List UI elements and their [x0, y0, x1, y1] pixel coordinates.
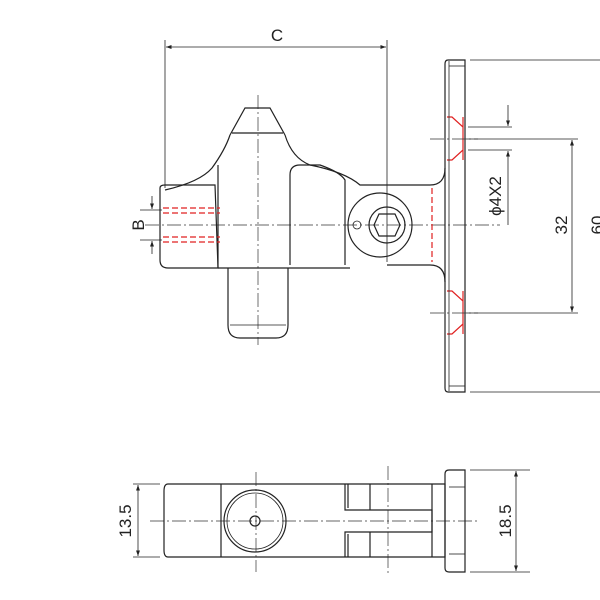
- dim-c-label: C: [271, 26, 283, 45]
- dim-32-label: 32: [552, 216, 571, 235]
- mounting-plate: [430, 59, 478, 393]
- dim-13-5-label: 13.5: [116, 504, 135, 537]
- dim-18-5-label: 18.5: [496, 504, 515, 537]
- top-view: C B: [129, 26, 600, 393]
- dimension-60: 60: [470, 59, 600, 393]
- latch-body: [159, 107, 446, 339]
- dim-60-label: 60: [588, 216, 600, 235]
- dimension-hole: ϕ4X2: [468, 105, 512, 225]
- mounting-plate-bottom: [444, 469, 466, 573]
- dimension-b: B: [129, 196, 162, 254]
- hidden-lines: [163, 116, 464, 335]
- bottom-view: 13.5 18.5: [116, 466, 530, 575]
- dimension-13-5: 13.5: [116, 483, 160, 558]
- dimension-18-5: 18.5: [470, 469, 530, 573]
- dimension-32: 32: [466, 138, 578, 314]
- dim-hole-label: ϕ4X2: [486, 176, 505, 216]
- dim-b-label: B: [129, 219, 148, 230]
